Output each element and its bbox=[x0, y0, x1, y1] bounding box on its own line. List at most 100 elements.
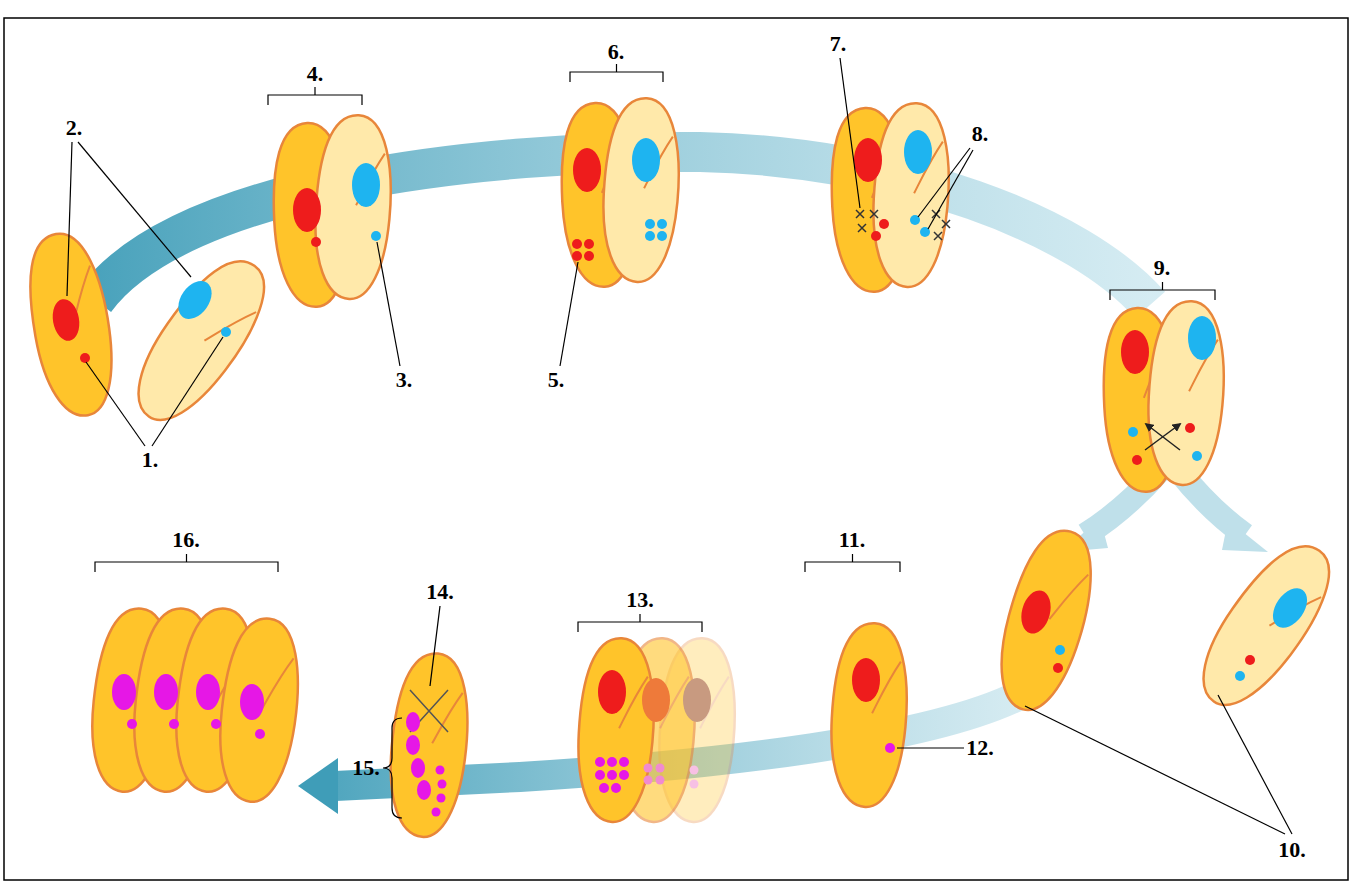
macronucleus bbox=[406, 712, 420, 732]
macronucleus bbox=[598, 670, 626, 714]
cell-body bbox=[1144, 299, 1228, 487]
macronucleus bbox=[352, 163, 380, 207]
leader-line bbox=[152, 337, 223, 446]
callout-number: 4. bbox=[307, 63, 324, 85]
micronucleus bbox=[619, 770, 629, 780]
callout-number: 8. bbox=[972, 123, 989, 145]
degenerate-mark bbox=[856, 210, 864, 218]
degenerate-mark bbox=[858, 224, 866, 232]
micronucleus bbox=[1245, 655, 1255, 665]
micronucleus bbox=[595, 770, 605, 780]
micronucleus bbox=[436, 766, 445, 775]
leader-line bbox=[430, 606, 440, 686]
micronucleus bbox=[879, 219, 889, 229]
micronucleus bbox=[619, 757, 629, 767]
oral-groove bbox=[1049, 568, 1088, 626]
micronucleus bbox=[1132, 455, 1142, 465]
bracket bbox=[1110, 282, 1215, 300]
cell-body bbox=[869, 101, 953, 289]
callout-number: 7. bbox=[830, 33, 847, 55]
leader-line bbox=[840, 58, 860, 208]
micronucleus bbox=[644, 776, 653, 785]
micronucleus bbox=[127, 719, 137, 729]
micronucleus bbox=[371, 231, 381, 241]
micronucleus bbox=[607, 770, 617, 780]
micronucleus bbox=[885, 743, 895, 753]
macronucleus bbox=[573, 148, 601, 192]
micronucleus bbox=[169, 719, 179, 729]
cell-body bbox=[384, 650, 474, 840]
micronucleus bbox=[584, 239, 594, 249]
macronucleus bbox=[154, 674, 178, 710]
degenerate-mark bbox=[934, 232, 942, 240]
leader-line bbox=[1218, 695, 1292, 834]
macronucleus bbox=[854, 138, 882, 182]
cell-body bbox=[827, 621, 911, 809]
paramecium-cell bbox=[599, 96, 683, 284]
paramecium-cell bbox=[827, 621, 911, 809]
oral-groove bbox=[432, 691, 463, 746]
micronucleus bbox=[595, 757, 605, 767]
macronucleus bbox=[642, 678, 670, 722]
exchange-arrow bbox=[1146, 424, 1180, 450]
macronucleus bbox=[683, 678, 711, 722]
micronucleus bbox=[1235, 671, 1245, 681]
macronucleus bbox=[50, 297, 83, 343]
micronucleus bbox=[656, 764, 665, 773]
micronucleus bbox=[645, 231, 655, 241]
micronucleus bbox=[572, 251, 582, 261]
bracket bbox=[805, 554, 900, 572]
macronucleus bbox=[1017, 587, 1055, 637]
callout-number: 1. bbox=[142, 449, 159, 471]
callout-number: 13. bbox=[626, 589, 654, 611]
callout-number: 10. bbox=[1278, 839, 1306, 861]
leader-line bbox=[67, 142, 72, 296]
micronucleus bbox=[657, 219, 667, 229]
cell-body bbox=[574, 636, 658, 824]
micronucleus bbox=[80, 353, 90, 363]
micronucleus bbox=[644, 764, 653, 773]
callout-number: 14. bbox=[426, 581, 454, 603]
paramecium-cell bbox=[869, 101, 953, 289]
micronucleus bbox=[690, 766, 699, 775]
oral-groove bbox=[204, 297, 256, 355]
cell-body bbox=[118, 244, 284, 437]
macronucleus bbox=[1188, 316, 1216, 360]
macronucleus bbox=[411, 758, 425, 778]
leader-line bbox=[918, 148, 970, 217]
micronucleus bbox=[645, 219, 655, 229]
callout-number: 6. bbox=[608, 41, 625, 63]
macronucleus bbox=[632, 138, 660, 182]
callout-number: 12. bbox=[966, 737, 994, 759]
micronucleus bbox=[572, 239, 582, 249]
callout-number: 11. bbox=[839, 529, 865, 551]
paramecium-cell bbox=[213, 615, 306, 806]
macronucleus bbox=[293, 188, 321, 232]
callout-number: 3. bbox=[396, 369, 413, 391]
micronucleus bbox=[311, 237, 321, 247]
callout-number: 2. bbox=[66, 117, 83, 139]
macronucleus bbox=[196, 674, 220, 710]
bracket bbox=[95, 554, 278, 572]
cell-body bbox=[599, 96, 683, 284]
callout-number: 16. bbox=[172, 529, 200, 551]
degenerate-mark bbox=[870, 210, 878, 218]
leader-line bbox=[86, 362, 145, 446]
leader-line bbox=[928, 150, 973, 229]
leader-line bbox=[897, 747, 964, 748]
oral-groove bbox=[262, 656, 293, 711]
macronucleus bbox=[417, 780, 431, 800]
leader-line bbox=[377, 242, 400, 366]
leader-line bbox=[560, 262, 578, 366]
bracket bbox=[268, 87, 362, 105]
macronucleus bbox=[406, 735, 420, 755]
cell-body bbox=[1183, 529, 1349, 722]
micronucleus bbox=[255, 729, 265, 739]
bracket bbox=[570, 64, 663, 82]
cycle-arrow-head bbox=[298, 758, 338, 814]
micronucleus bbox=[657, 231, 667, 241]
micronucleus bbox=[1055, 645, 1065, 655]
macronucleus bbox=[240, 684, 264, 720]
